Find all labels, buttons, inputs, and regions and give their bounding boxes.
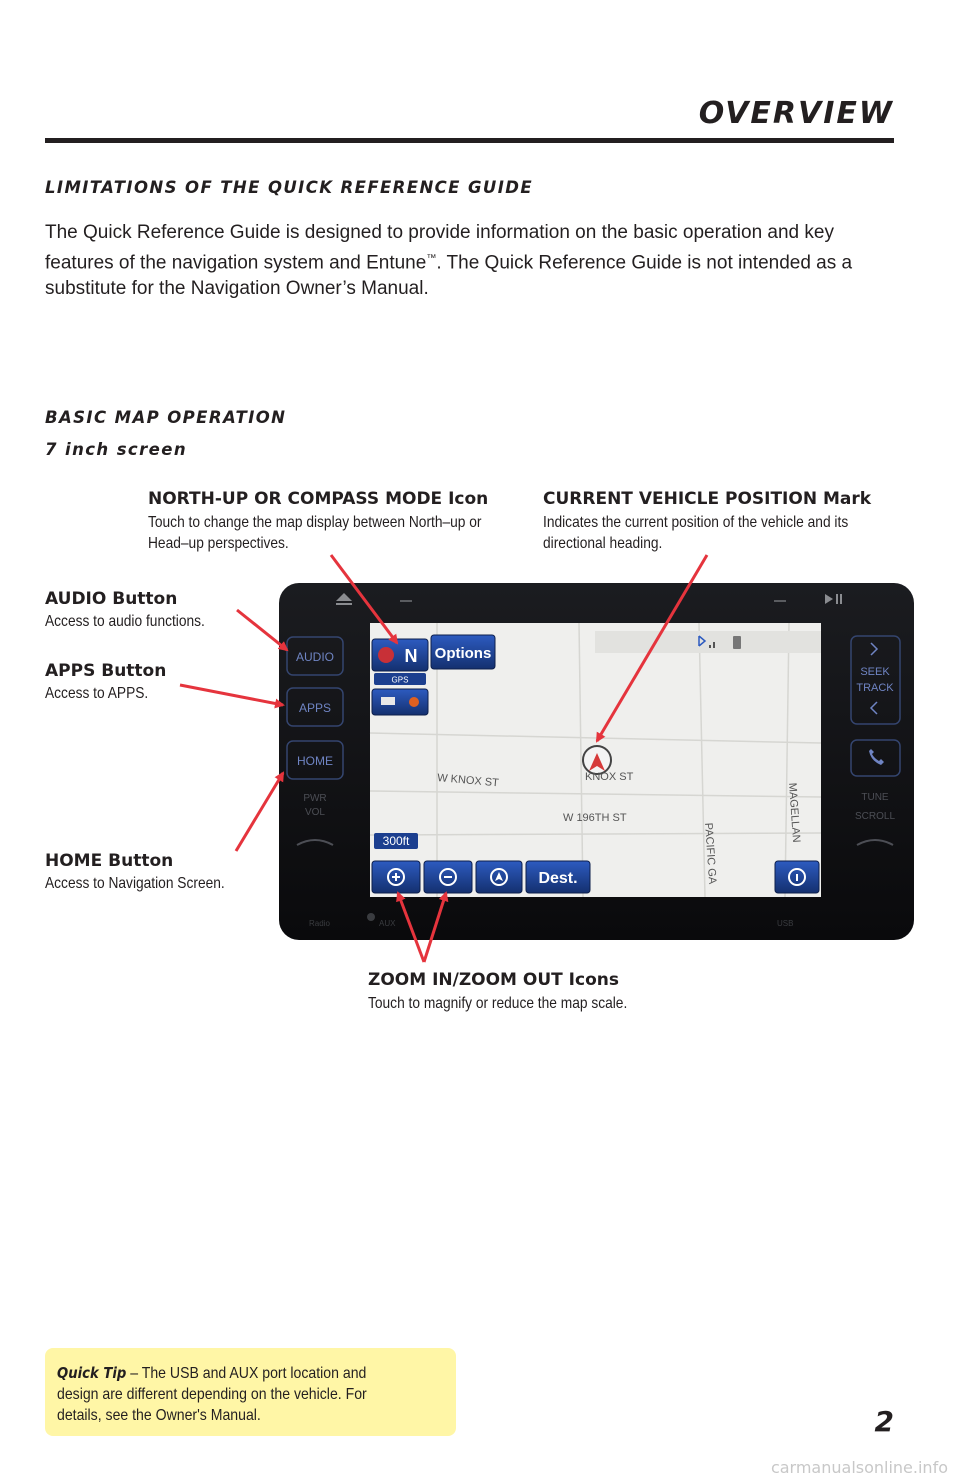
callout-home-title: HOME Button: [45, 851, 174, 871]
watermark: carmanualsonline.info: [770, 1458, 948, 1477]
callout-north-up-title: NORTH-UP OR COMPASS MODE Icon: [148, 489, 489, 509]
apps-button[interactable]: APPS: [286, 687, 344, 727]
arrow-home: [234, 771, 285, 852]
callout-audio-title: AUDIO Button: [45, 589, 178, 609]
pwr-label: PWR: [303, 793, 326, 804]
track-label: TRACK: [856, 682, 894, 694]
home-button-label: HOME: [297, 754, 333, 768]
callout-zoom-desc: Touch to magnify or reduce the map scale…: [368, 995, 628, 1012]
gps-label: GPS: [392, 676, 409, 685]
callout-vehicle-position-title: CURRENT VEHICLE POSITION Mark: [543, 489, 872, 509]
phone-button[interactable]: [850, 739, 901, 777]
limitations-body: The Quick Reference Guide is designed to…: [45, 220, 895, 302]
zoom-out-icon: [439, 868, 457, 886]
aux-port-icon: [367, 913, 375, 921]
destination-button[interactable]: Dest.: [525, 860, 591, 894]
callout-vehicle-position: CURRENT VEHICLE POSITION Mark Indicates …: [543, 489, 913, 554]
zoom-in-icon: [387, 868, 405, 886]
basic-map-subheading: 7 inch screen: [45, 440, 187, 459]
callout-zoom: ZOOM IN/ZOOM OUT Icons Touch to magnify …: [368, 970, 748, 1014]
callout-zoom-title: ZOOM IN/ZOOM OUT Icons: [368, 970, 619, 990]
traffic-icon: [381, 697, 395, 705]
map-scale: 300ft: [374, 833, 418, 849]
apps-button-label: APPS: [299, 701, 331, 715]
map-roads: [369, 622, 822, 898]
callout-vehicle-position-desc: Indicates the current position of the ve…: [543, 514, 849, 552]
dest-label: Dest.: [538, 870, 577, 887]
callout-apps-title: APPS Button: [45, 661, 167, 681]
quick-tip-label: Quick Tip: [57, 1364, 127, 1382]
zoom-out-button[interactable]: [423, 860, 473, 894]
compass-icon: [378, 647, 394, 663]
quick-tip-body: – The USB and AUX port location and desi…: [57, 1365, 367, 1424]
current-position-button[interactable]: [475, 860, 523, 894]
callout-apps-desc: Access to APPS.: [45, 685, 149, 702]
page-number: 2: [874, 1405, 894, 1438]
top-dash-left: [400, 600, 412, 602]
page-section-title: OVERVIEW: [698, 96, 894, 131]
battery-icon: [733, 636, 741, 649]
street-label-magellan: MAGELLAN: [786, 782, 802, 843]
seek-forward-icon: [870, 642, 879, 656]
zoom-in-button[interactable]: [371, 860, 421, 894]
options-label: Options: [435, 645, 492, 662]
callout-north-up: NORTH-UP OR COMPASS MODE Icon Touch to c…: [148, 489, 528, 554]
map-status-bar: [595, 631, 821, 653]
header-divider: [45, 138, 894, 143]
compass-letter: N: [405, 646, 418, 666]
head-unit-screen: AUDIO APPS HOME PWR VOL SEEK TRACK TUNE …: [279, 583, 914, 940]
street-label-w-196th: W 196TH ST: [563, 812, 627, 824]
limitations-heading: LIMITATIONS OF THE QUICK REFERENCE GUIDE: [45, 178, 534, 197]
quick-tip-box: Quick Tip – The USB and AUX port locatio…: [45, 1348, 456, 1436]
street-label-knox: KNOX ST: [585, 771, 634, 783]
trademark-symbol: ™: [426, 253, 437, 264]
volume-knob-arc[interactable]: [296, 839, 334, 846]
seek-back-icon: [869, 701, 878, 715]
info-icon: [788, 868, 806, 886]
home-button[interactable]: HOME: [286, 740, 344, 780]
signal-icon: [709, 645, 711, 648]
head-unit-svg: AUDIO APPS HOME PWR VOL SEEK TRACK TUNE …: [279, 583, 914, 940]
aux-label: AUX: [379, 919, 396, 928]
scroll-label: SCROLL: [855, 811, 895, 822]
callout-home-desc: Access to Navigation Screen.: [45, 875, 225, 892]
tune-label: TUNE: [861, 792, 889, 803]
quick-tip-text: Quick Tip – The USB and AUX port locatio…: [57, 1363, 409, 1426]
callout-audio-desc: Access to audio functions.: [45, 613, 205, 630]
vol-label: VOL: [305, 807, 325, 818]
limitations-body-part1: The Quick Reference Guide is designed to…: [45, 222, 834, 274]
map-scale-label: 300ft: [383, 834, 410, 848]
callout-audio: AUDIO Button Access to audio functions.: [45, 589, 265, 632]
radio-label: Radio: [309, 919, 330, 928]
phone-icon: [869, 749, 884, 765]
audio-button-label: AUDIO: [296, 650, 334, 664]
traffic-button[interactable]: [371, 688, 429, 716]
limitations-body-part2: . The Quick Reference Guide is not inten…: [45, 252, 853, 300]
basic-map-heading: BASIC MAP OPERATION: [45, 408, 287, 427]
gps-indicator: GPS: [374, 673, 426, 685]
vehicle-position-mark: [582, 745, 612, 775]
usb-label: USB: [777, 919, 793, 928]
compass-mode-button[interactable]: N: [371, 638, 429, 672]
audio-button[interactable]: AUDIO: [286, 636, 344, 676]
play-pause-icon: [825, 594, 842, 604]
street-label-w-knox: W KNOX ST: [437, 772, 500, 789]
seek-label: SEEK: [860, 666, 890, 678]
tune-knob-arc[interactable]: [856, 839, 894, 846]
street-label-pacific: PACIFIC GA: [702, 822, 718, 885]
callout-apps: APPS Button Access to APPS.: [45, 661, 245, 704]
info-button[interactable]: [774, 860, 820, 894]
callout-home: HOME Button Access to Navigation Screen.: [45, 851, 275, 894]
options-button[interactable]: Options: [430, 634, 496, 670]
callout-north-up-desc: Touch to change the map display between …: [148, 514, 482, 552]
top-dash-right: [774, 600, 786, 602]
position-icon: [490, 868, 508, 886]
seek-track-button[interactable]: SEEK TRACK: [850, 635, 901, 725]
